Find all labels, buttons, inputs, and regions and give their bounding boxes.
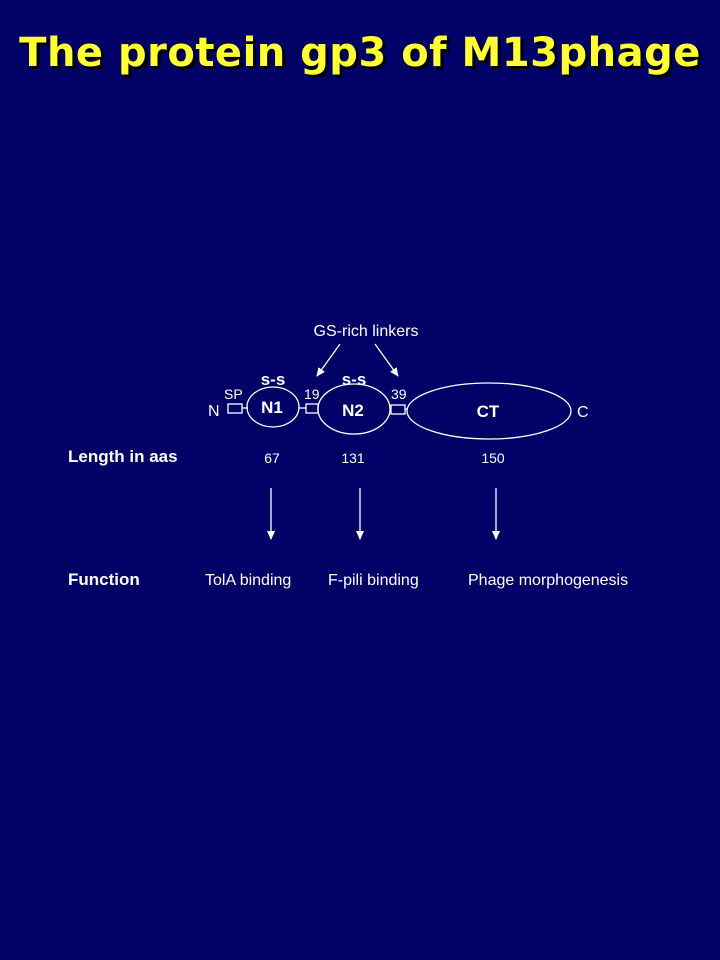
linker2-box xyxy=(390,404,406,415)
disulfide-label-n1: s-s xyxy=(261,370,286,389)
length-row-label: Length in aas xyxy=(68,447,178,466)
c-terminus-label: C xyxy=(577,404,589,421)
domain-n1-length: 67 xyxy=(264,450,280,466)
linker1-position-label: 19 xyxy=(304,386,320,402)
domain-n2-length: 131 xyxy=(341,450,365,466)
linker1-arrow xyxy=(316,343,341,377)
n-terminus-label: N xyxy=(208,403,220,420)
page-title: The protein gp3 of M13phage xyxy=(19,30,701,76)
function-row-label: Function xyxy=(68,570,140,589)
domain-n1-label: N1 xyxy=(261,398,283,417)
domain-n1-function: TolA binding xyxy=(205,572,291,589)
signal-peptide-label: SP xyxy=(224,386,243,402)
domain-ct-label: CT xyxy=(477,402,500,421)
linker1-box xyxy=(305,403,319,414)
signal-peptide-box xyxy=(227,403,243,414)
domain-n2-shape xyxy=(317,383,391,435)
domain-ct-length: 150 xyxy=(481,450,505,466)
linker2-arrow xyxy=(374,343,399,377)
domain-n1-shape xyxy=(246,386,300,428)
domain-ct-function: Phage morphogenesis xyxy=(468,572,628,589)
linker2-position-label: 39 xyxy=(391,386,407,402)
linkers-label-text: GS-rich linkers xyxy=(314,323,419,340)
disulfide-label-n2: s-s xyxy=(342,370,367,389)
domain-n2-label: N2 xyxy=(342,401,364,420)
domain-n2-function: F-pili binding xyxy=(328,572,419,589)
domain-ct-shape xyxy=(406,382,572,440)
